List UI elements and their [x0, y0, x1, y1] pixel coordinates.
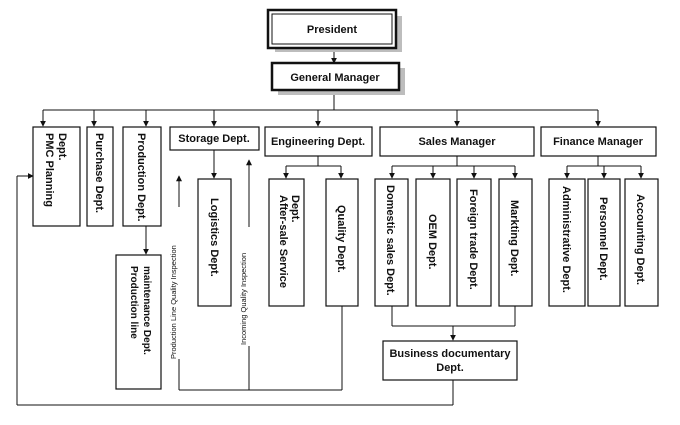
production-line-quality-inspection-annotation: Production Line Quality Inspection [169, 207, 185, 359]
purchase-box: Purchase Dept. [86, 126, 114, 227]
business-documentary-label-line2: Dept. [436, 362, 464, 374]
quality-label: Quality Dept. [335, 205, 347, 273]
production-label: Production Dept. [135, 133, 147, 222]
production-line-maintenance-label-line1: Production line [128, 266, 139, 339]
production-box: Production Dept. [122, 126, 162, 227]
production-line-quality-inspection-text: Production Line Quality Inspection [169, 245, 178, 359]
markting-box: Markting Dept. [498, 178, 533, 307]
administrative-label: Administrative Dept. [560, 186, 572, 293]
accounting-box: Accounting Dept. [624, 178, 659, 307]
president-label: President [307, 24, 357, 36]
sales-manager-label: Sales Manager [418, 136, 496, 148]
engineering-label: Engineering Dept. [271, 136, 365, 148]
foreign-trade-label: Foreign trade Dept. [467, 189, 479, 290]
administrative-box: Administrative Dept. [548, 178, 586, 307]
accounting-label: Accounting Dept. [634, 194, 646, 285]
personnel-box: Personnel Dept. [587, 178, 621, 307]
general-manager-label: General Manager [290, 72, 380, 84]
incoming-quality-inspection-annotation: Incoming Quality Inspection [239, 227, 255, 346]
personnel-label: Personnel Dept. [597, 197, 609, 281]
domestic-sales-box: Domestic sales Dept. [374, 178, 409, 307]
after-sale-label-line1: After-sale Service [277, 195, 289, 288]
business-documentary-box: Business documentary Dept. [382, 340, 518, 381]
storage-box: Storage Dept. [169, 126, 260, 151]
logistics-box: Logistics Dept. [197, 178, 232, 307]
oem-label: OEM Dept. [426, 214, 438, 270]
pmc-planning-label-line2: Dept. [56, 133, 68, 161]
pmc-planning-box: PMC Planning Dept. [32, 126, 81, 227]
incoming-quality-inspection-text: Incoming Quality Inspection [239, 253, 248, 345]
domestic-sales-label: Domestic sales Dept. [384, 185, 396, 296]
production-line-maintenance-label-line2: maintenance Dept. [141, 266, 152, 355]
engineering-box: Engineering Dept. [264, 126, 373, 157]
sales-manager-box: Sales Manager [379, 126, 535, 157]
after-sale-label-line2: Dept. [289, 195, 301, 223]
markting-label: Markting Dept. [508, 200, 520, 276]
business-documentary-label-line1: Business documentary [389, 348, 511, 360]
general-manager-box: General Manager [270, 61, 405, 95]
president-box: President [266, 8, 402, 52]
finance-manager-box: Finance Manager [540, 126, 657, 157]
foreign-trade-box: Foreign trade Dept. [456, 178, 492, 307]
logistics-label: Logistics Dept. [208, 198, 220, 277]
purchase-label: Purchase Dept. [93, 133, 105, 213]
pmc-planning-label-line1: PMC Planning [43, 133, 55, 207]
quality-box: Quality Dept. [325, 178, 359, 307]
after-sale-box: After-sale Service Dept. [268, 178, 305, 307]
production-line-maintenance-box: Production line maintenance Dept. [115, 254, 162, 390]
storage-label: Storage Dept. [178, 133, 250, 145]
finance-manager-label: Finance Manager [553, 136, 644, 148]
oem-box: OEM Dept. [415, 178, 451, 307]
